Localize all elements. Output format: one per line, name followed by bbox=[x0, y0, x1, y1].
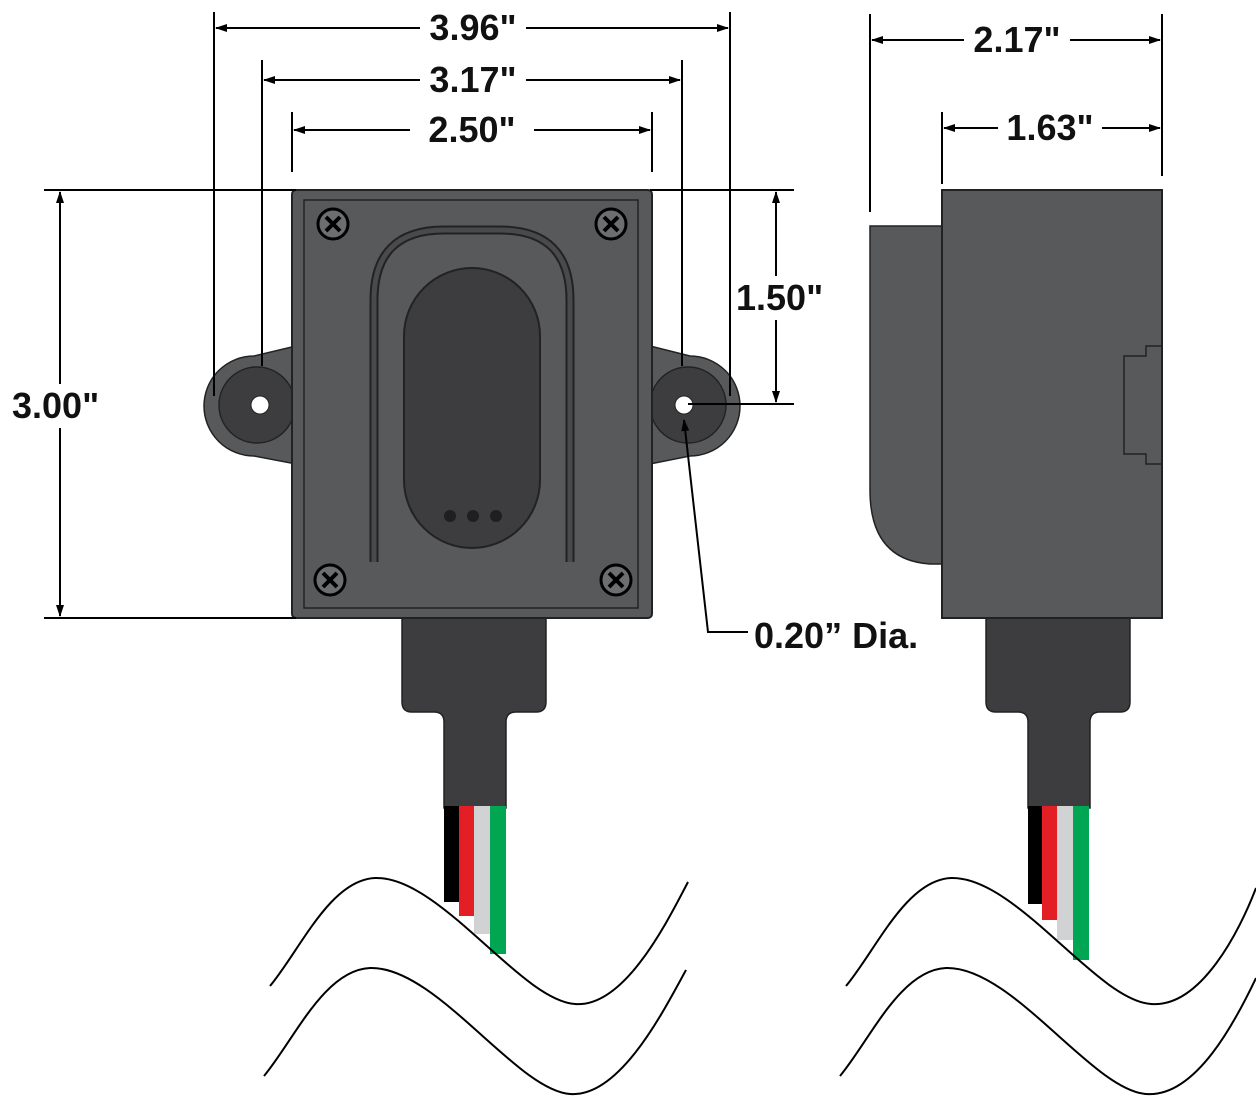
side-break-line-lower bbox=[839, 966, 1256, 1096]
label-hole-spacing: 3.17" bbox=[429, 59, 516, 100]
label-body-width: 2.50" bbox=[428, 109, 515, 150]
hole-leader-line bbox=[681, 419, 748, 633]
screw-top-left bbox=[316, 207, 350, 241]
indicator-dot-1 bbox=[444, 510, 456, 522]
break-line-lower bbox=[263, 966, 687, 1096]
indicator-dot-2 bbox=[467, 510, 479, 522]
side-wire-black bbox=[1028, 806, 1042, 904]
sensor-window bbox=[403, 267, 541, 549]
label-hole-diameter: 0.20” Dia. bbox=[754, 615, 918, 656]
side-wire-red bbox=[1042, 806, 1057, 920]
screw-top-right bbox=[594, 207, 628, 241]
label-side-depth: 2.17" bbox=[973, 19, 1060, 60]
wire-bundle bbox=[444, 806, 506, 954]
wire-black bbox=[444, 806, 459, 902]
mounting-hole-left bbox=[250, 395, 270, 415]
dimension-lines bbox=[10, 6, 1163, 633]
side-cable-boot bbox=[985, 617, 1131, 809]
wire-red bbox=[459, 806, 474, 916]
side-body bbox=[941, 189, 1163, 619]
label-side-body-depth: 1.63" bbox=[1006, 107, 1093, 148]
wire-green bbox=[490, 806, 506, 954]
label-hole-offset: 1.50" bbox=[736, 277, 823, 318]
break-line-upper bbox=[269, 876, 689, 1006]
label-overall-width: 3.96" bbox=[429, 7, 516, 48]
label-height: 3.00" bbox=[12, 385, 99, 426]
side-flange bbox=[869, 225, 943, 565]
cable-boot bbox=[401, 617, 547, 809]
sensor-body-inset bbox=[303, 199, 639, 609]
front-view bbox=[203, 189, 741, 1096]
side-connector-notch bbox=[1123, 345, 1162, 465]
side-wire-green bbox=[1073, 806, 1089, 960]
screw-bottom-left bbox=[313, 563, 347, 597]
indicator-dot-3 bbox=[490, 510, 502, 522]
side-wire-white bbox=[1057, 806, 1073, 940]
wire-white bbox=[474, 806, 490, 934]
side-wire-bundle bbox=[1028, 806, 1089, 960]
side-view bbox=[839, 189, 1256, 1096]
side-break-line-upper bbox=[845, 876, 1256, 1006]
screw-bottom-right bbox=[599, 563, 633, 597]
u-channel-highlight bbox=[371, 227, 573, 562]
